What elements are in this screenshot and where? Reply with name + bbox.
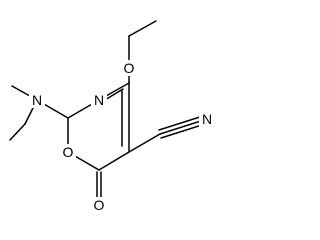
nitrile-nitrogen-label: N bbox=[202, 111, 212, 127]
bond-cn-triple-2 bbox=[160, 123, 206, 139]
structure-canvas: O N O O N N bbox=[9, 20, 213, 213]
bond-cn-triple-1 bbox=[159, 119, 205, 135]
carbonyl-oxygen-label: O bbox=[94, 197, 105, 213]
ring-nitrogen-label: N bbox=[94, 92, 104, 108]
bond-cn-triple-3 bbox=[158, 115, 204, 131]
molecule-diagram: O N O O N N bbox=[9, 20, 213, 213]
bond-c5-cn bbox=[128, 133, 161, 153]
bond-me2-extension bbox=[9, 123, 26, 141]
bond-ch3-ch2 bbox=[128, 20, 157, 37]
amine-nitrogen-label: N bbox=[32, 92, 42, 108]
bond-c6-c5 bbox=[98, 151, 130, 171]
ether-oxygen-label: O bbox=[124, 60, 135, 76]
ring-oxygen-label: O bbox=[63, 144, 74, 160]
